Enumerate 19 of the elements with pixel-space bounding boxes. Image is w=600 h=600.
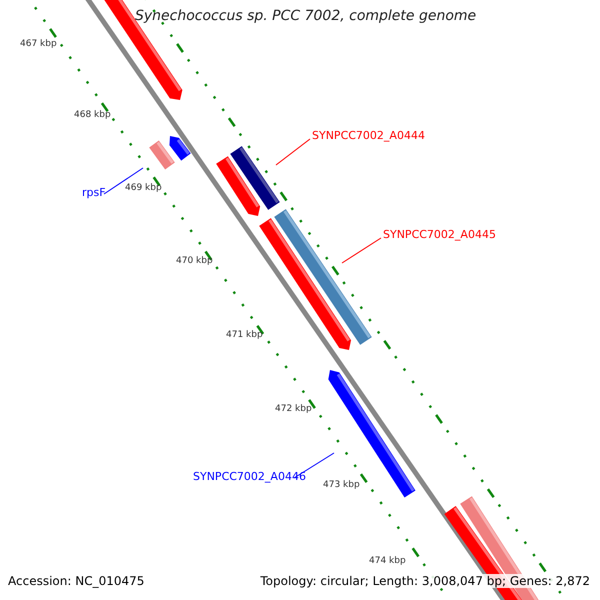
scale-label: 474 kbp bbox=[369, 556, 406, 566]
leader-line bbox=[104, 168, 144, 194]
leader-line bbox=[294, 452, 334, 478]
gene-label: SYNPCC7002_A0445 bbox=[383, 228, 496, 241]
accession-text: Accession: NC_010475 bbox=[8, 574, 144, 588]
gene-label: SYNPCC7002_A0444 bbox=[312, 129, 425, 142]
scale-label: 470 kbp bbox=[176, 256, 213, 266]
scale-label: 467 kbp bbox=[20, 39, 57, 49]
gene-feature bbox=[274, 209, 372, 345]
leader-line bbox=[342, 238, 382, 264]
gene-label: SYNPCC7002_A0446 bbox=[193, 470, 306, 483]
scale-label: 473 kbp bbox=[323, 480, 360, 490]
gene-feature bbox=[230, 146, 280, 210]
gene-label: rpsF bbox=[82, 186, 106, 199]
gene-feature bbox=[149, 140, 175, 170]
scale-label: 468 kbp bbox=[74, 110, 111, 120]
genome-info-text: Topology: circular; Length: 3,008,047 bp; Genes: 2,872 bbox=[260, 574, 590, 588]
genome-title: Synechococcus sp. PCC 7002, complete genome bbox=[135, 8, 476, 24]
leader-line bbox=[276, 138, 310, 166]
